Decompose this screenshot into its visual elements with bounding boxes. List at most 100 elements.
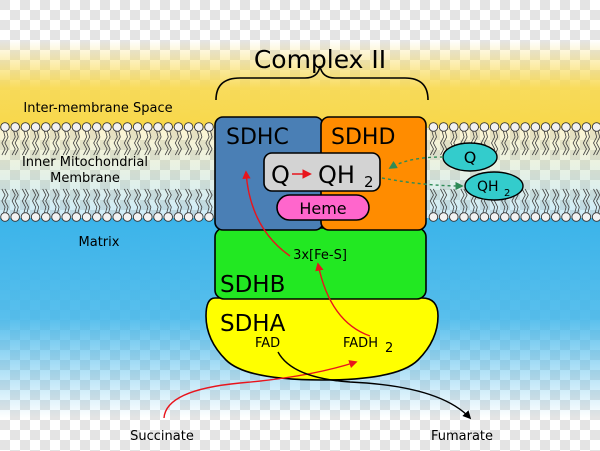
lipid-tail [552,188,557,214]
lipid-tail [154,188,159,214]
lipid-head [530,122,541,132]
lipid-head [10,212,20,222]
lipid-tail [545,188,550,214]
lipid-tail [157,188,162,214]
lipid-tail [582,130,587,156]
fadh2-to-fes-arrow [315,262,371,337]
lipid-tail [42,188,47,214]
quinone-site-q: Q [271,161,290,189]
lipid-tail [24,130,29,156]
lipid-head [500,212,510,222]
lipid-tail [93,188,98,214]
complex-title: Complex II [254,45,386,74]
lipid-tail [198,130,203,156]
lipid-head [561,212,571,222]
lipid-tail [174,130,179,156]
lipid-head [41,212,51,222]
lipid-head [132,122,143,132]
lipid-head [510,212,520,222]
lipid-tail [154,130,159,156]
lipid-head [81,212,92,222]
lipid-tail [494,130,499,156]
lipid-head [489,122,500,132]
lipid-tail [1,188,6,214]
lipid-head [132,212,143,222]
fadh-label: FADH [343,336,378,351]
lipid-tail [585,130,590,156]
lipid-tail [75,188,80,214]
lipid-head [61,212,71,222]
lipid-head [449,212,459,222]
lipid-tail [531,130,536,156]
lipid-head [153,212,163,222]
lipid-head [520,212,530,222]
lipid-head [204,212,214,222]
lipid-tail [137,130,142,156]
succinate-label: Succinate [130,429,194,444]
lipid-head [581,122,592,132]
lipid-tail [185,188,190,214]
lipid-tail [106,188,111,214]
lipid-tail [440,188,445,214]
membrane-label-line1: Inner Mitochondrial [22,155,148,170]
lipid-tail [144,188,149,214]
lipid-tail [134,188,139,214]
lipid-tail [11,188,16,214]
lipid-tail [113,130,118,156]
lipid-tail [164,130,169,156]
lipid-head [51,122,61,132]
fad-to-fumarate-arrow [277,351,472,420]
lipid-tail [32,130,37,156]
lipid-tail [575,130,580,156]
lipid-head [479,212,490,222]
lipid-tail [55,188,60,214]
lipid-tail [432,188,437,214]
lipid-tail [443,188,448,214]
lipid-head [183,212,194,222]
lipid-tail [83,130,88,156]
lipid-head [428,122,439,132]
lipid-head [428,212,439,222]
quinone-site-qh: QH [318,161,355,189]
lipid-tail [93,130,98,156]
lipid-tail [72,130,77,156]
lipid-tail [4,188,9,214]
lipid-head [30,212,41,222]
lipid-tail [65,130,70,156]
lipid-tail [62,130,67,156]
lipid-head [194,122,204,132]
iron-sulfur-label: 3x[Fe-S] [293,248,347,263]
lipid-tail [86,130,91,156]
lipid-head [571,122,581,132]
lipid-head [469,212,479,222]
lipid-tail [521,188,526,214]
lipid-tail [21,130,26,156]
lipid-tail [460,188,465,214]
lipid-tail [167,188,172,214]
lipid-tail [62,188,67,214]
lipid-tail [521,130,526,156]
fad-label: FAD [255,336,280,351]
lipid-tail [42,130,47,156]
lipid-tail [582,188,587,214]
ubiquinone-label: Q [464,148,477,167]
lipid-head [520,122,530,132]
lipid-head [204,122,214,132]
lipid-head [540,212,551,222]
lipid-tail [440,130,445,156]
lipid-tail [177,130,182,156]
lipid-tail [534,130,539,156]
lipid-tail [14,130,19,156]
lipid-tail [501,130,506,156]
lipid-tail [103,188,108,214]
complex-bracket [215,65,429,101]
lipid-head [92,122,102,132]
lipid-head [479,122,490,132]
fumarate-label: Fumarate [431,429,493,444]
lipid-head [71,122,82,132]
lipid-tail [126,130,131,156]
lipid-head [438,122,449,132]
lipid-head [183,122,194,132]
lipid-tail [562,130,567,156]
